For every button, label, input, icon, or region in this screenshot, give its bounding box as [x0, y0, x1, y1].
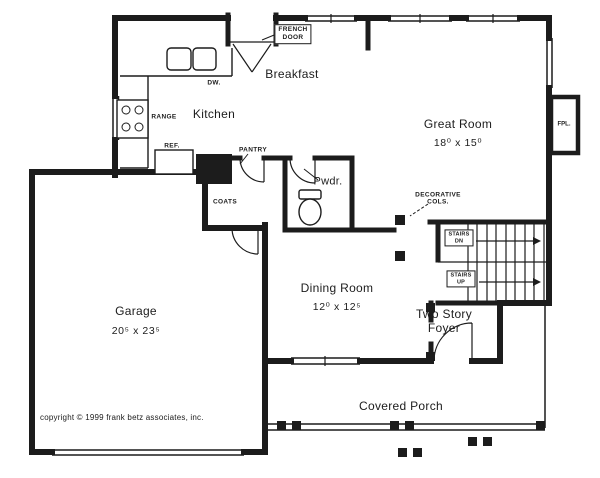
stairs — [438, 222, 549, 303]
fireplace — [548, 94, 581, 156]
toilet-icon — [298, 189, 322, 226]
wall-mass — [196, 154, 232, 184]
refrigerator-icon — [154, 149, 194, 175]
french-door-label: FRENCH DOOR — [274, 24, 312, 44]
porch-post-icon — [536, 421, 545, 430]
room-label-great-room: Great Room — [423, 117, 493, 132]
porch-post-icon — [483, 437, 492, 446]
stairs-dn-label: STAIRS DN — [444, 229, 474, 247]
porch-post-icon — [390, 421, 399, 430]
room-label-kitchen: Kitchen — [192, 107, 236, 122]
decorative-column-icon — [395, 215, 405, 225]
foyer-column-icon — [426, 352, 435, 361]
room-label-powder: Pwdr. — [313, 175, 343, 188]
copyright-text: copyright © 1999 frank betz associates, … — [40, 413, 204, 422]
stairs-up-label: STAIRS UP — [446, 270, 476, 288]
porch-post-icon — [468, 437, 477, 446]
refrigerator-label: REF. — [164, 142, 180, 150]
room-label-garage: Garage — [115, 304, 157, 319]
room-label-foyer: Two Story Foyer — [415, 307, 473, 335]
leader-lines — [157, 32, 429, 217]
room-dims-great-room: 18⁰ x 15⁰ — [433, 136, 483, 149]
powder-door-icon — [289, 157, 316, 184]
range-label: RANGE — [151, 113, 177, 121]
pantry-door-icon — [239, 157, 265, 183]
porch-post-icon — [398, 448, 407, 457]
porch-post-icon — [292, 421, 301, 430]
room-label-dining: Dining Room — [300, 281, 374, 296]
kitchen-counter — [120, 48, 233, 169]
french-door-icon — [228, 41, 276, 73]
room-dims-dining: 12⁰ x 12⁵ — [312, 300, 362, 313]
room-dims-garage: 20⁵ x 23⁵ — [111, 324, 161, 337]
porch-post-icon — [277, 421, 286, 430]
decorative-cols-label: DECORATIVE COLS. — [415, 191, 461, 206]
columns-and-posts — [196, 154, 545, 457]
range-icon — [116, 99, 149, 139]
porch-post-icon — [405, 421, 414, 430]
porch-post-icon — [413, 448, 422, 457]
room-label-porch: Covered Porch — [359, 399, 443, 414]
pantry-label: PANTRY — [238, 146, 268, 154]
foyer-column-icon — [426, 303, 435, 312]
dishwasher-label: DW. — [207, 79, 221, 87]
coats-door-icon — [231, 227, 259, 255]
sink-icon — [166, 47, 217, 71]
coats-label: COATS — [212, 198, 238, 206]
decorative-column-icon — [395, 251, 405, 261]
room-label-breakfast: Breakfast — [265, 67, 319, 82]
fireplace-label: FPL. — [557, 121, 571, 128]
